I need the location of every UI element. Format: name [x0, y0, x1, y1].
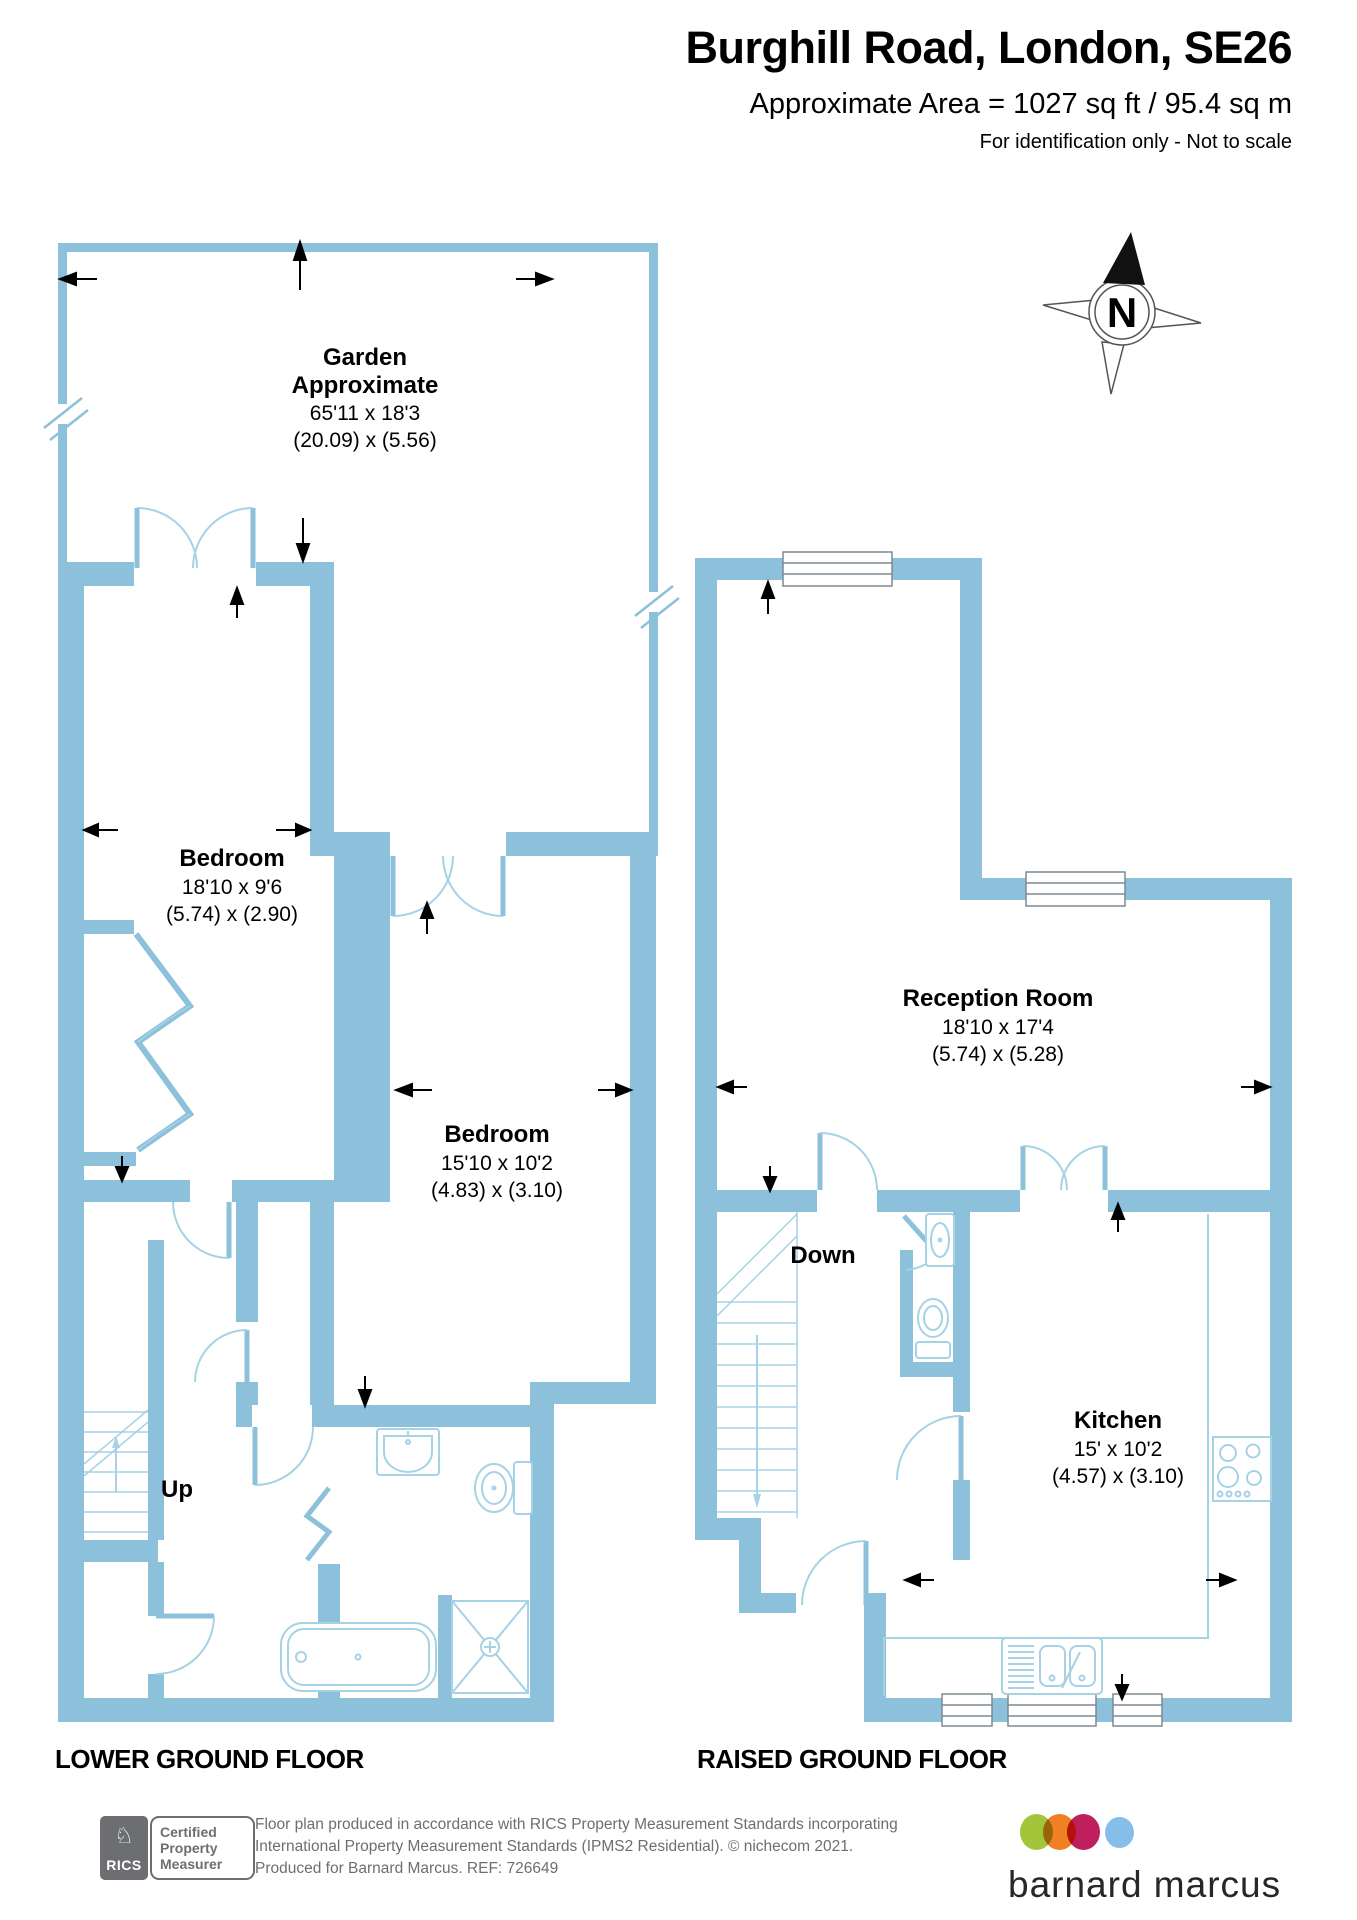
window-icon — [782, 551, 1163, 1727]
door-swing-icon — [801, 1132, 964, 1606]
certified-property-measurer-badge: Certified Property Measurer — [150, 1816, 255, 1880]
brand-name: barnard marcus — [1008, 1864, 1282, 1905]
page-title: Burghill Road, London, SE26 — [685, 22, 1292, 73]
disclaimer: Floor plan produced in accordance with R… — [255, 1814, 898, 1880]
stairs-up-icon — [83, 1409, 149, 1533]
approximate-area: Approximate Area = 1027 sq ft / 95.4 sq … — [749, 88, 1292, 120]
folding-doors-icon — [303, 1486, 333, 1562]
kitchen-dims-imperial: 15' x 10'2 — [1074, 1438, 1163, 1461]
lower-ground-floor-plan: Garden Approximate 65'11 x 18'3 (20.09) … — [43, 238, 680, 1722]
basin-icon — [376, 1428, 440, 1476]
break-mark-icon — [43, 397, 680, 629]
lower-floor-title: LOWER GROUND FLOOR — [55, 1744, 364, 1774]
bedroom1-name: Bedroom — [179, 845, 284, 872]
rics-lion-icon: ♘ — [114, 1823, 134, 1848]
room-label-kitchen: Kitchen 15' x 10'2 (4.57) x (3.10) — [1052, 1407, 1184, 1488]
rics-org-label: RICS — [106, 1857, 142, 1873]
raised-wall-segments — [695, 558, 1292, 1722]
room-label-bedroom2: Bedroom 15'10 x 10'2 (4.83) x (3.10) — [431, 1121, 563, 1202]
barnard-marcus-logo: barnard marcus — [1008, 1808, 1298, 1906]
room-label-garden: Garden Approximate 65'11 x 18'3 (20.09) … — [292, 344, 439, 452]
raised-ground-floor-plan: Reception Room 18'10 x 17'4 (5.74) x (5.… — [695, 551, 1292, 1727]
stairs-down-icon — [716, 1212, 798, 1518]
bedroom1-dims-imperial: 18'10 x 9'6 — [182, 876, 282, 899]
raised-floor-title: RAISED GROUND FLOOR — [697, 1744, 1007, 1774]
garden-name: Garden — [323, 344, 407, 371]
french-doors-icon — [390, 855, 506, 917]
hob-icon — [1212, 1436, 1272, 1502]
stairs-up-label: Up — [161, 1476, 193, 1503]
garden-dims-imperial: 65'11 x 18'3 — [310, 402, 420, 425]
garden-qualifier: Approximate — [292, 372, 439, 399]
bedroom2-dims-metric: (4.83) x (3.10) — [431, 1179, 563, 1202]
bedroom1-dims-metric: (5.74) x (2.90) — [166, 903, 298, 926]
kitchen-name: Kitchen — [1074, 1407, 1162, 1434]
shower-icon — [451, 1600, 529, 1694]
badge-line1: Certified — [160, 1824, 217, 1840]
garden-dims-metric: (20.09) x (5.56) — [293, 429, 437, 452]
basin-icon — [925, 1213, 955, 1267]
reception-name: Reception Room — [903, 985, 1094, 1012]
kitchen-dims-metric: (4.57) x (3.10) — [1052, 1465, 1184, 1488]
lower-wall-segments — [58, 243, 658, 1722]
identification-note: For identification only - Not to scale — [979, 131, 1292, 153]
french-doors-icon — [134, 507, 256, 569]
badge-line2: Property — [160, 1840, 218, 1856]
dimension-arrow-icon — [715, 579, 1273, 1702]
dimension-arrow-icon — [57, 238, 634, 1409]
brand-dot-blue — [1105, 1817, 1134, 1848]
compass-n-label: N — [1107, 289, 1137, 336]
reception-dims-imperial: 18'10 x 17'4 — [942, 1016, 1054, 1039]
header: Burghill Road, London, SE26 Approximate … — [685, 22, 1292, 154]
toilet-icon — [915, 1298, 951, 1359]
bath-icon — [280, 1622, 437, 1692]
reception-dims-metric: (5.74) x (5.28) — [932, 1043, 1064, 1066]
folding-doors-icon — [133, 932, 195, 1153]
toilet-icon — [474, 1461, 533, 1515]
disclaimer-line3: Produced for Barnard Marcus. REF: 726649 — [255, 1860, 559, 1877]
bedroom2-name: Bedroom — [444, 1121, 549, 1148]
badge-line3: Measurer — [160, 1856, 223, 1872]
disclaimer-line2: International Property Measurement Stand… — [255, 1838, 854, 1855]
bedroom2-dims-imperial: 15'10 x 10'2 — [441, 1152, 553, 1175]
stairs-down-label: Down — [790, 1242, 855, 1269]
rics-badge: ♘ RICS — [100, 1816, 148, 1880]
french-doors-icon — [1020, 1145, 1108, 1191]
disclaimer-line1: Floor plan produced in accordance with R… — [255, 1816, 898, 1833]
brand-dots-icon — [1008, 1808, 1298, 1862]
compass-north-icon: N — [1042, 232, 1202, 395]
kitchen-sink-icon — [1001, 1637, 1103, 1695]
door-swing-icon — [155, 1201, 314, 1675]
brand-dot-crimson — [1067, 1814, 1100, 1850]
room-label-bedroom1: Bedroom 18'10 x 9'6 (5.74) x (2.90) — [166, 845, 298, 926]
room-label-reception: Reception Room 18'10 x 17'4 (5.74) x (5.… — [903, 985, 1094, 1066]
